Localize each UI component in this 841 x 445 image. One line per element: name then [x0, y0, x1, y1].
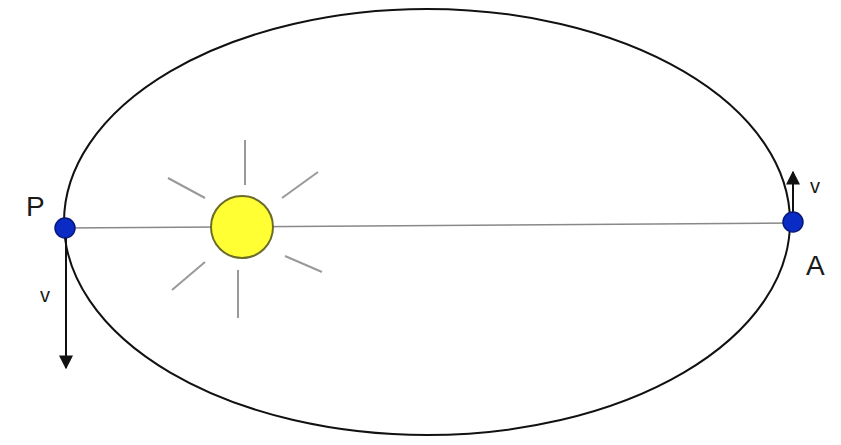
- aphelion-dot: [783, 212, 803, 232]
- velocity-arrow: [65, 230, 67, 368]
- velocity-label: v: [40, 285, 50, 305]
- sun-rays: [168, 140, 322, 318]
- velocity-label: v: [810, 176, 820, 196]
- perihelion-dot: [55, 218, 75, 238]
- velocity-arrow: [792, 172, 794, 218]
- sun: [211, 196, 273, 258]
- point-label: P: [26, 193, 45, 221]
- major-axis: [65, 223, 793, 228]
- point-label: A: [806, 252, 825, 280]
- orbit-ellipse: [64, 9, 790, 435]
